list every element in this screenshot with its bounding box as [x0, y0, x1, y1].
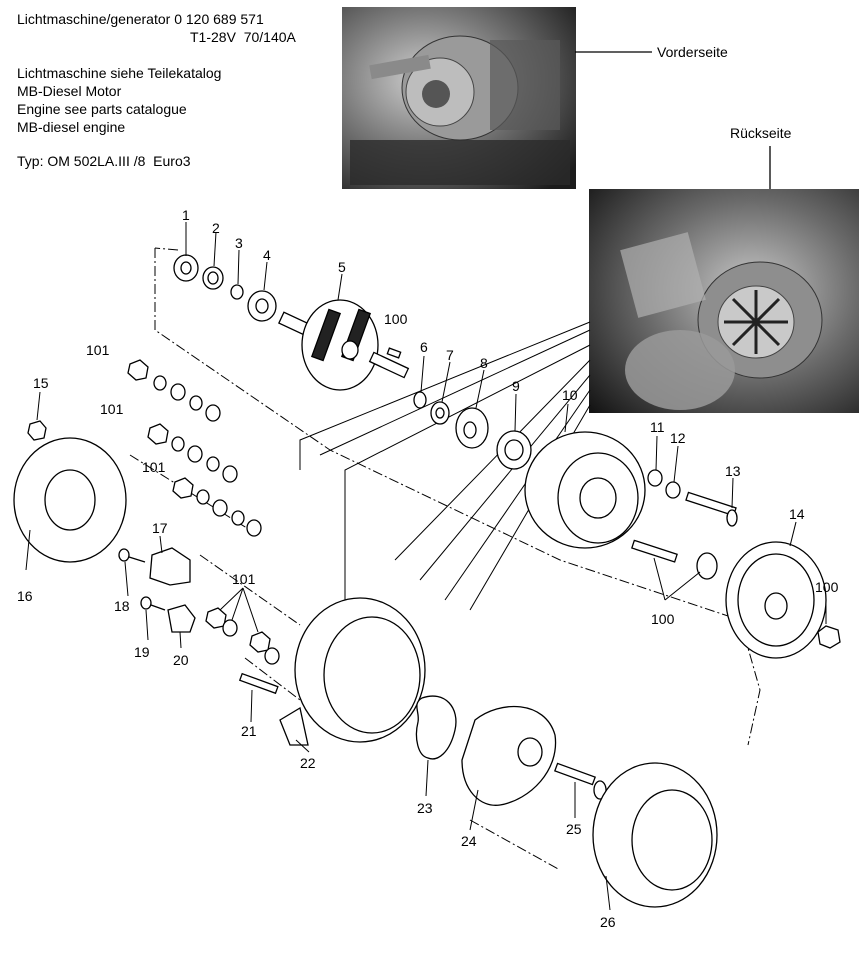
rear-side-label: Rückseite: [730, 125, 792, 141]
callout-100-key: 100: [384, 311, 408, 327]
callout-100-nut: 100: [815, 579, 839, 595]
part-14-pulley: [725, 541, 827, 659]
callout-9: 9: [512, 378, 520, 394]
parts: [13, 254, 841, 908]
part-8-plate: [455, 407, 489, 449]
callout-4: 4: [263, 247, 271, 263]
callout-101-a: 101: [86, 342, 110, 358]
callout-20: 20: [173, 652, 189, 668]
note-line-en-1: Engine see parts catalogue: [17, 101, 187, 117]
callout-5: 5: [338, 259, 346, 275]
part-3-ring: [230, 284, 244, 300]
part-9-bearing: [496, 430, 532, 470]
part-22-frame: [279, 597, 426, 746]
callout-16: 16: [17, 588, 33, 604]
rear-photo: [589, 146, 859, 413]
callout-leaders: [25, 222, 827, 911]
part-1-bearing: [173, 254, 199, 282]
callout-labels: 1 2 3 4 5 100 6 7 8 9 10 11 12 13 14 15 …: [17, 207, 839, 930]
part-7-washer: [430, 401, 450, 425]
callout-101-d: 101: [232, 571, 256, 587]
part-19-screw: [140, 596, 166, 611]
callout-101-b: 101: [100, 401, 124, 417]
callout-1: 1: [182, 207, 190, 223]
note-line-de-1: Lichtmaschine siehe Teilekatalog: [17, 65, 222, 81]
callout-18: 18: [114, 598, 130, 614]
part-4-spacer: [247, 290, 277, 322]
part-5-rotor: [278, 299, 410, 391]
callout-10: 10: [562, 387, 578, 403]
callout-24: 24: [461, 833, 477, 849]
callout-100-bolts: 100: [651, 611, 675, 627]
callout-13: 13: [725, 463, 741, 479]
callout-22: 22: [300, 755, 316, 771]
part-13-bolt: [685, 491, 738, 527]
part-26-stator: [592, 762, 718, 908]
callout-7: 7: [446, 347, 454, 363]
part-25-bolt: [554, 762, 607, 800]
generator-title: Lichtmaschine/generator 0 120 689 571: [17, 11, 264, 27]
part-101-hardware: [127, 359, 280, 665]
part-23-gasket: [415, 695, 457, 760]
callout-3: 3: [235, 235, 243, 251]
part-18-screw: [118, 548, 146, 563]
callout-21: 21: [241, 723, 257, 739]
part-24-plate: [461, 705, 557, 806]
callout-2: 2: [212, 220, 220, 236]
part-15-nut: [27, 420, 47, 441]
callout-17: 17: [152, 520, 168, 536]
callout-101-c: 101: [142, 459, 166, 475]
callout-12: 12: [670, 430, 686, 446]
callout-23: 23: [417, 800, 433, 816]
callout-6: 6: [420, 339, 428, 355]
part-10-housing: [524, 431, 646, 549]
part-11-ring: [647, 469, 663, 487]
callout-25: 25: [566, 821, 582, 837]
part-6-ring: [413, 391, 427, 409]
part-2-washer: [202, 266, 224, 290]
front-photo: [342, 7, 652, 189]
callout-15: 15: [33, 375, 49, 391]
part-21-stud: [238, 672, 279, 695]
part-20-terminal: [167, 604, 196, 633]
engine-type: Typ: OM 502LA.III /8 Euro3: [17, 153, 191, 169]
note-line-en-2: MB-diesel engine: [17, 119, 126, 135]
part-17-bracket: [149, 547, 191, 586]
callout-19: 19: [134, 644, 150, 660]
front-side-label: Vorderseite: [657, 44, 728, 60]
callout-26: 26: [600, 914, 616, 930]
callout-11: 11: [650, 419, 665, 435]
part-16-cover: [13, 437, 127, 563]
part-100-key: [386, 347, 402, 359]
note-line-de-2: MB-Diesel Motor: [17, 83, 122, 99]
part-100-nut: [817, 625, 841, 649]
assembly-axis-lines: [129, 247, 761, 871]
part-100-bolts: [631, 539, 718, 580]
callout-8: 8: [480, 355, 488, 371]
part-12-washer: [665, 481, 681, 499]
generator-rating: T1-28V 70/140A: [190, 29, 296, 45]
callout-14: 14: [789, 506, 805, 522]
